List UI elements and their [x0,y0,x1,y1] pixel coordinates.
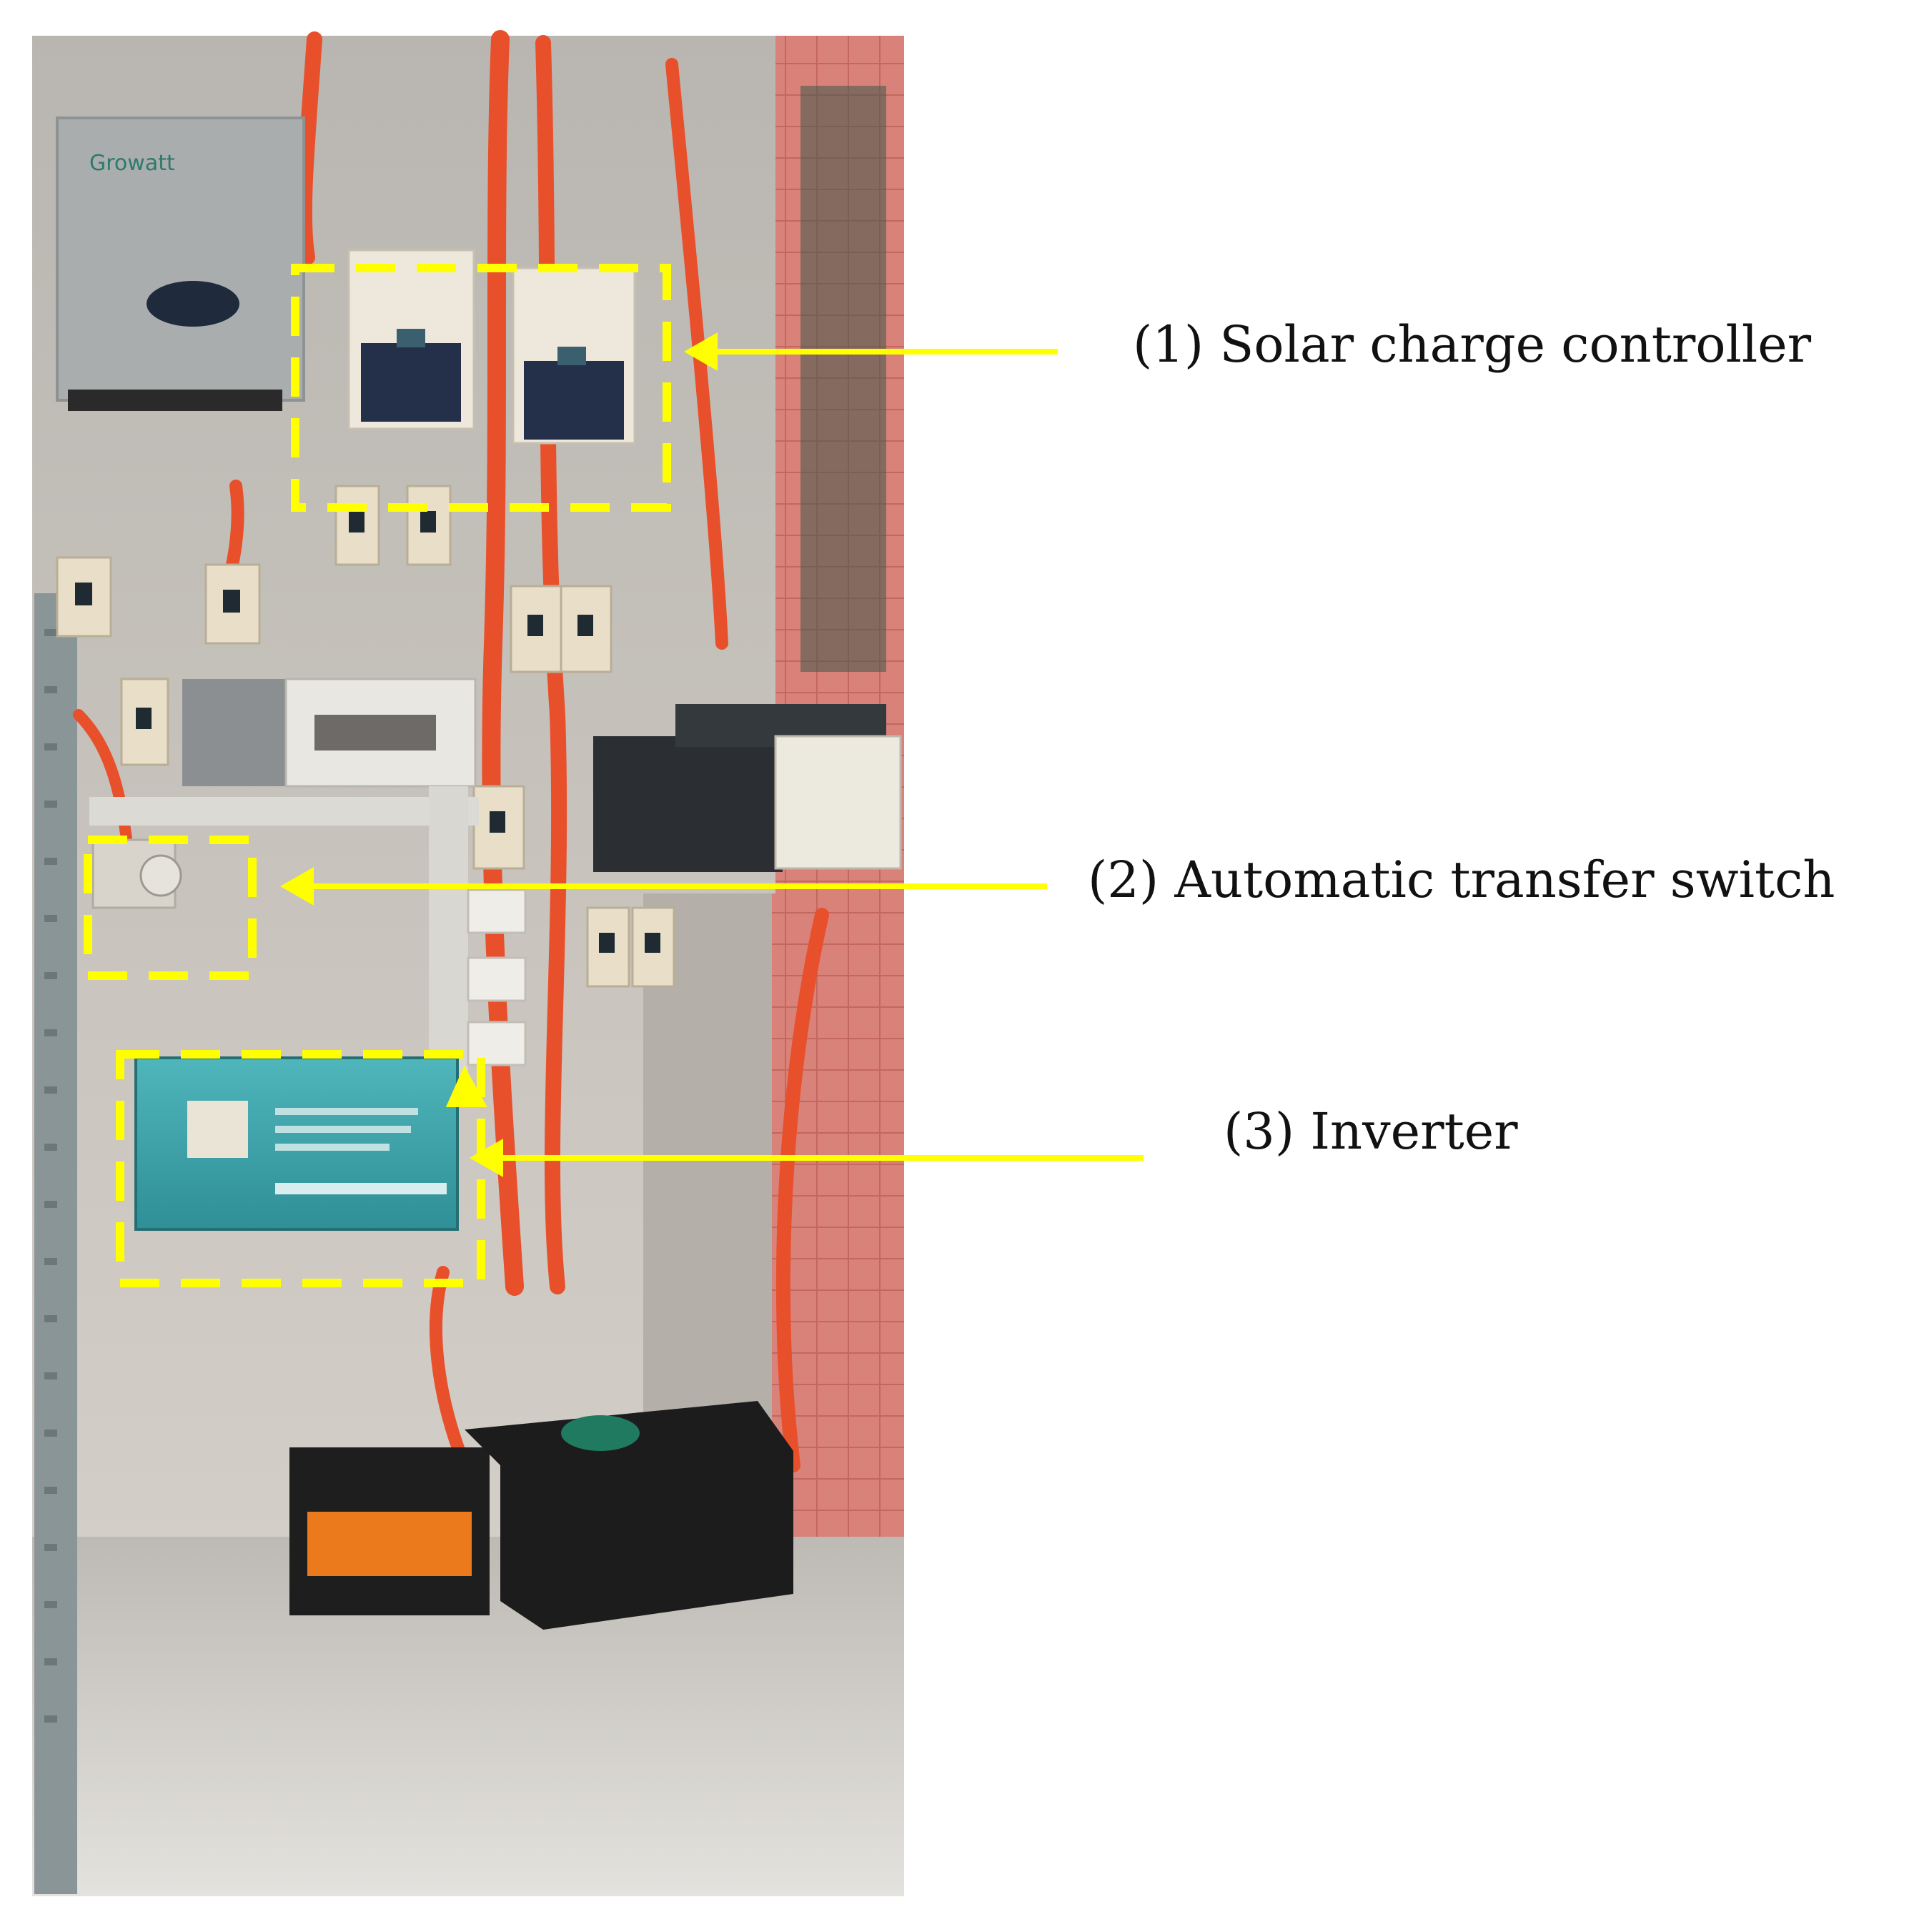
metal-rack [34,593,77,1894]
charge-controller-2 [512,267,636,445]
callout-label-inverter: (3) Inverter [1224,1102,1518,1161]
grid-tie-inverter: Growatt [56,117,305,411]
wall-sockets [467,888,527,1066]
battery-large [465,1401,793,1630]
callout-arrows [279,332,1144,1177]
charge-controller-1 [347,249,475,430]
callout-label-solar-charge-controller: (1) Solar charge controller [1133,315,1812,374]
transfer-switch [91,838,182,909]
installation-photo: Growatt [32,30,904,1896]
red-cables [73,30,829,1472]
equipment-cluster-right [593,704,902,872]
callout-label-automatic-transfer-switch: (2) Automatic transfer switch [1088,851,1835,909]
distribution-box [89,678,479,1086]
battery-small [289,1447,490,1615]
highlight-box-inverter [116,1050,485,1287]
arrow-3-head [469,1139,503,1177]
arrow-3-small-head [445,1066,487,1107]
battery-inverter [134,1056,459,1231]
inverter-brand-text: Growatt [89,151,175,176]
highlight-box-transfer-switch [84,836,257,980]
arrow-2-head [279,867,314,906]
highlight-boxes [84,264,671,1287]
foliage-patch [800,86,886,672]
highlight-box-charge-controller [291,264,671,512]
arrow-1-head [683,332,718,371]
